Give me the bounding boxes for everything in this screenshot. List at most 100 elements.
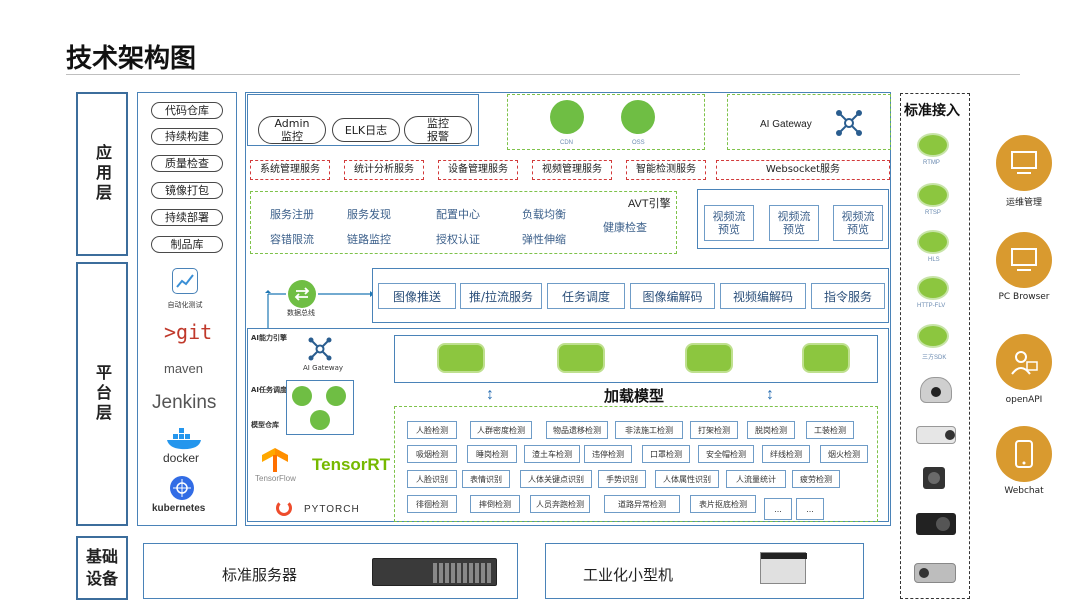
tensorflow-icon bbox=[262, 448, 288, 472]
network-icon bbox=[834, 108, 864, 138]
updown-arrow-icon: ↕ bbox=[486, 386, 494, 403]
bar-image-codec: 图像编解码 bbox=[630, 283, 715, 309]
globe-icon bbox=[917, 324, 949, 348]
bar-stream: 推/拉流服务 bbox=[460, 283, 542, 309]
layer-infra-label: 基础设备 bbox=[85, 547, 118, 588]
svc-device-mgmt: 设备管理服务 bbox=[438, 160, 518, 180]
infra-mini-box bbox=[545, 543, 864, 599]
avt-title: AVT引擎 bbox=[628, 198, 671, 210]
scheduler-node-icon bbox=[292, 386, 312, 406]
title-divider bbox=[66, 74, 1020, 75]
det-item: 人体关键点识别 bbox=[520, 470, 592, 488]
det-item: 绊线检测 bbox=[762, 445, 810, 463]
layer-platform-label: 平台层 bbox=[93, 364, 112, 424]
client-label: PC Browser bbox=[998, 292, 1050, 302]
autotest-icon bbox=[172, 268, 198, 294]
det-item: 人脸检测 bbox=[407, 421, 457, 439]
data-bus-arrows bbox=[265, 290, 374, 338]
tool-image-pack: 镜像打包 bbox=[151, 182, 223, 199]
tensorrt-label: TensorRT bbox=[312, 455, 391, 474]
det-item: 安全帽检测 bbox=[698, 445, 754, 463]
avt-elastic-scale: 弹性伸缩 bbox=[522, 233, 566, 246]
data-bus-icon bbox=[288, 280, 316, 308]
std-access-title: 标准接入 bbox=[904, 102, 960, 118]
det-item: 人流量统计 bbox=[726, 470, 786, 488]
det-item: 人员奔跑检测 bbox=[530, 495, 590, 513]
model-repo-label: 模型仓库 bbox=[251, 421, 279, 429]
det-item: 人群密度检测 bbox=[470, 421, 532, 439]
protocol-label: RTMP bbox=[923, 160, 940, 166]
protocol-label: RTSP bbox=[925, 210, 941, 216]
bar-image-push: 图像推送 bbox=[378, 283, 456, 309]
det-item: 表情识别 bbox=[462, 470, 510, 488]
avt-config-center: 配置中心 bbox=[436, 208, 480, 221]
svc-smart-detect: 智能检测服务 bbox=[626, 160, 706, 180]
preview-3: 视频流 预览 bbox=[833, 205, 883, 241]
std-access-box bbox=[900, 93, 970, 599]
globe-icon bbox=[917, 133, 949, 157]
det-item: 烟火检测 bbox=[820, 445, 868, 463]
globe-icon bbox=[917, 276, 949, 300]
bar-command: 指令服务 bbox=[811, 283, 885, 309]
docker-icon bbox=[165, 428, 205, 450]
avt-service-register: 服务注册 bbox=[270, 208, 314, 221]
jenkins-logo: Jenkins bbox=[152, 392, 217, 413]
avt-service-discover: 服务发现 bbox=[347, 208, 391, 221]
ai-scheduler-label: AI任务调度 bbox=[251, 386, 288, 394]
preview-2: 视频流 预览 bbox=[769, 205, 819, 241]
client-label: 运维管理 bbox=[1005, 198, 1042, 208]
tensorflow-label: TensorFlow bbox=[255, 474, 296, 483]
cdn-oss-box bbox=[507, 94, 705, 150]
pytorch-icon bbox=[276, 500, 292, 516]
det-item: 非法施工检测 bbox=[615, 421, 683, 439]
scheduler-node-icon bbox=[326, 386, 346, 406]
box-camera-icon bbox=[923, 467, 945, 489]
svc-video-mgmt: 视频管理服务 bbox=[532, 160, 612, 180]
data-bus-label: 数据总线 bbox=[287, 309, 315, 317]
protocol-label: HTTP-FLV bbox=[917, 303, 946, 309]
det-item: 睡岗检测 bbox=[467, 445, 517, 463]
git-logo: >git bbox=[164, 320, 213, 344]
rack-server-icon bbox=[372, 558, 497, 586]
det-item: 物品遗移检测 bbox=[546, 421, 608, 439]
ops-elk: ELK日志 bbox=[332, 118, 400, 142]
avt-load-balance: 负载均衡 bbox=[522, 208, 566, 221]
tool-quality-check: 质量检查 bbox=[151, 155, 223, 172]
det-item: 徘徊检测 bbox=[407, 495, 457, 513]
page-title: 技术架构图 bbox=[66, 44, 197, 74]
det-item: ... bbox=[764, 498, 792, 520]
avt-trace-monitor: 链路监控 bbox=[347, 233, 391, 246]
updown-arrow-icon: ↕ bbox=[766, 386, 774, 403]
preview-1: 视频流 预览 bbox=[704, 205, 754, 241]
tool-ci-build: 持续构建 bbox=[151, 128, 223, 145]
model-cube-icon bbox=[685, 343, 733, 373]
det-item: 摔倒检测 bbox=[470, 495, 520, 513]
svc-system-mgmt: 系统管理服务 bbox=[250, 160, 330, 180]
bullet-camera-icon bbox=[916, 426, 956, 444]
det-item: 道路异常检测 bbox=[604, 495, 680, 513]
maven-logo: maven bbox=[164, 361, 204, 376]
dome-camera-icon bbox=[920, 377, 952, 403]
svc-websocket: Websocket服务 bbox=[716, 160, 890, 180]
avt-health-check: 健康检查 bbox=[603, 221, 647, 234]
protocol-label: HLS bbox=[928, 257, 940, 263]
det-item: 表片抠底检测 bbox=[690, 495, 756, 513]
model-cube-icon bbox=[557, 343, 605, 373]
globe-icon bbox=[917, 183, 949, 207]
det-item: 违停检测 bbox=[584, 445, 632, 463]
det-item: 吸烟检测 bbox=[407, 445, 457, 463]
cdn-label: CDN bbox=[560, 140, 573, 146]
tool-artifact-repo: 制品库 bbox=[151, 236, 223, 253]
mini-pc-icon bbox=[760, 552, 807, 584]
avt-fault-tolerance: 容错限流 bbox=[270, 233, 314, 246]
outdoor-camera-icon bbox=[914, 563, 956, 583]
ai-gateway-top-label: AI Gateway bbox=[760, 119, 812, 130]
ops-monitor: 监控 报警 bbox=[404, 116, 472, 144]
det-item: 疲劳检测 bbox=[792, 470, 840, 488]
det-item: 工装检测 bbox=[806, 421, 854, 439]
openapi-icon bbox=[996, 334, 1052, 390]
protocol-label: 三方SDK bbox=[922, 355, 947, 361]
ai-engine-label: AI能力引擎 bbox=[251, 334, 288, 342]
layer-app: 应用层 bbox=[76, 92, 128, 256]
svc-stats: 统计分析服务 bbox=[344, 160, 424, 180]
